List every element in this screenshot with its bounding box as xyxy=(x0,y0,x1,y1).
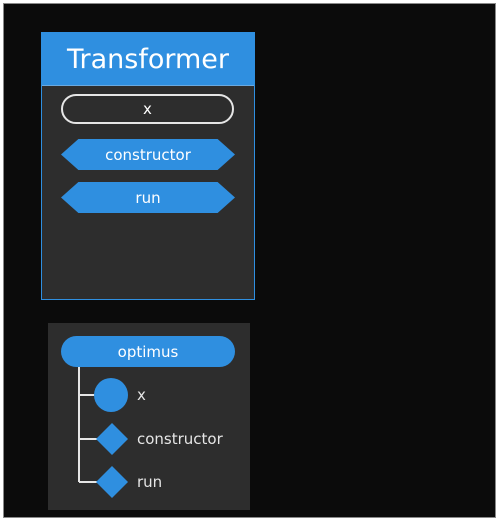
tree-connector-lines xyxy=(78,367,98,483)
class-method-constructor[interactable]: constructor xyxy=(61,139,235,170)
class-title: Transformer xyxy=(42,33,254,85)
class-field-x[interactable]: x xyxy=(61,94,234,124)
instance-name[interactable]: optimus xyxy=(61,336,235,367)
class-body: x constructor run xyxy=(42,85,254,299)
diagram-canvas: Transformer x constructor run optimus x … xyxy=(3,3,496,518)
class-method-run[interactable]: run xyxy=(61,182,235,213)
diamond-icon xyxy=(96,466,128,498)
instance-member-x[interactable]: x xyxy=(137,386,146,404)
class-card[interactable]: Transformer x constructor run xyxy=(41,32,255,300)
circle-icon xyxy=(94,378,128,412)
instance-card[interactable]: optimus x constructor run xyxy=(48,323,250,510)
diamond-icon xyxy=(96,423,128,455)
instance-member-run[interactable]: run xyxy=(137,473,163,491)
instance-member-constructor[interactable]: constructor xyxy=(137,430,223,448)
